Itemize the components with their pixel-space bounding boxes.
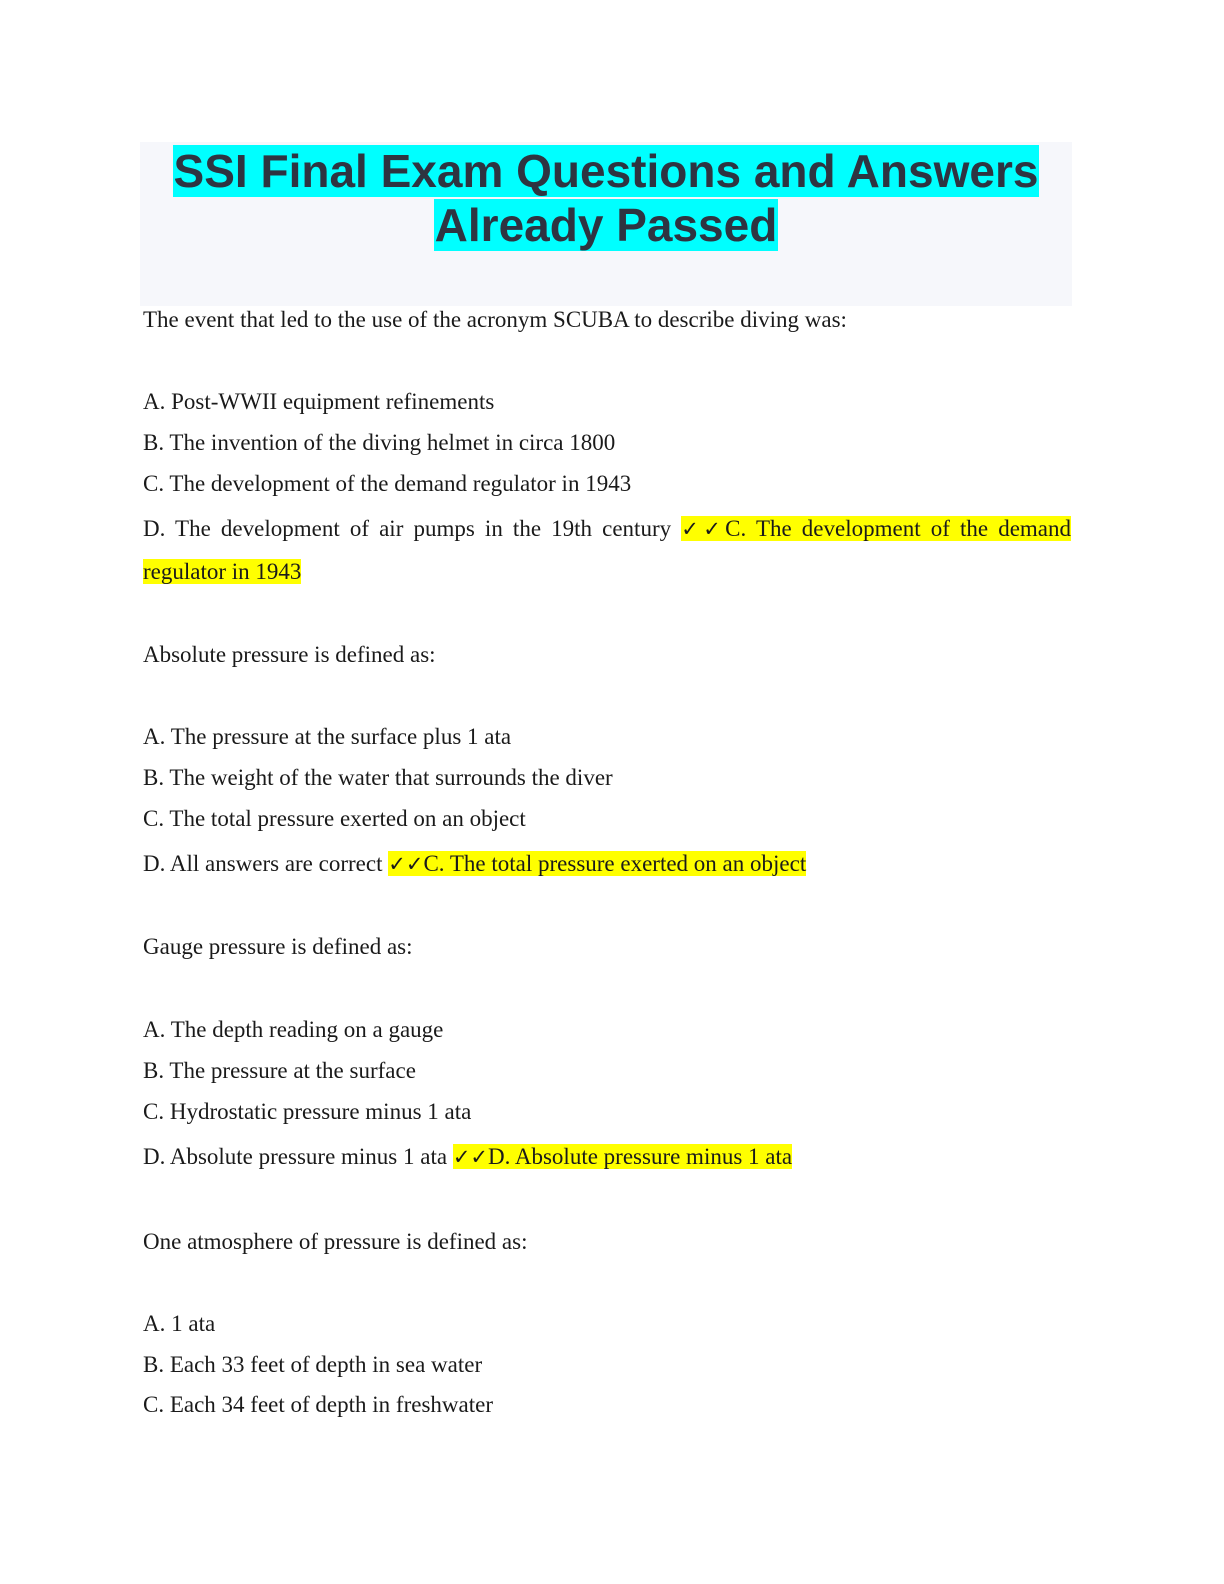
question-2-option-c: C. The total pressure exerted on an obje… xyxy=(143,806,526,831)
question-2-option-d: D. All answers are correct xyxy=(143,851,383,876)
question-1-answer: ✓✓C. The development of the demand xyxy=(681,516,1072,541)
question-3-option-d: D. Absolute pressure minus 1 ata xyxy=(143,1144,448,1169)
question-4-option-c: C. Each 34 feet of depth in freshwater xyxy=(143,1392,493,1417)
double-check-icon: ✓✓ xyxy=(388,852,424,876)
question-2-answer: ✓✓C. The total pressure exerted on an ob… xyxy=(388,851,807,876)
question-3-option-c: C. Hydrostatic pressure minus 1 ata xyxy=(143,1099,472,1124)
double-check-icon: ✓✓ xyxy=(452,1145,489,1169)
question-1-option-b: B. The invention of the diving helmet in… xyxy=(143,430,616,455)
question-3-answer: ✓✓D. Absolute pressure minus 1 ata xyxy=(452,1144,793,1169)
question-2-option-d-line: D. All answers are correct ✓✓C. The tota… xyxy=(143,850,1071,878)
question-2-option-a: A. The pressure at the surface plus 1 at… xyxy=(143,724,512,749)
question-1-option-a: A. Post-WWII equipment refinements xyxy=(143,389,495,414)
question-4-option-a: A. 1 ata xyxy=(143,1311,216,1336)
question-3-option-d-line: D. Absolute pressure minus 1 ata ✓✓D. Ab… xyxy=(143,1143,1071,1171)
question-3-prompt: Gauge pressure is defined as: xyxy=(143,934,413,959)
question-1-answer-continued: regulator in 1943 xyxy=(143,559,302,584)
title-banner: SSI Final Exam Questions and Answers Alr… xyxy=(140,142,1072,306)
question-1-option-d-line: D. The development of air pumps in the 1… xyxy=(143,515,1072,543)
question-2-option-b: B. The weight of the water that surround… xyxy=(143,765,613,790)
question-1-prompt: The event that led to the use of the acr… xyxy=(143,307,847,332)
double-check-icon: ✓✓ xyxy=(681,517,726,541)
question-3-option-b: B. The pressure at the surface xyxy=(143,1058,416,1083)
question-3-option-a: A. The depth reading on a gauge xyxy=(143,1017,444,1042)
question-4-prompt: One atmosphere of pressure is defined as… xyxy=(143,1229,528,1254)
question-1-option-c: C. The development of the demand regulat… xyxy=(143,471,632,496)
page-title-line-1: SSI Final Exam Questions and Answers xyxy=(172,145,1040,197)
question-1-option-d: D. The development of air pumps in the 1… xyxy=(143,516,672,541)
question-2-prompt: Absolute pressure is defined as: xyxy=(143,642,436,667)
page-title-line-2: Already Passed xyxy=(433,199,779,251)
question-4-option-b: B. Each 33 feet of depth in sea water xyxy=(143,1352,483,1377)
